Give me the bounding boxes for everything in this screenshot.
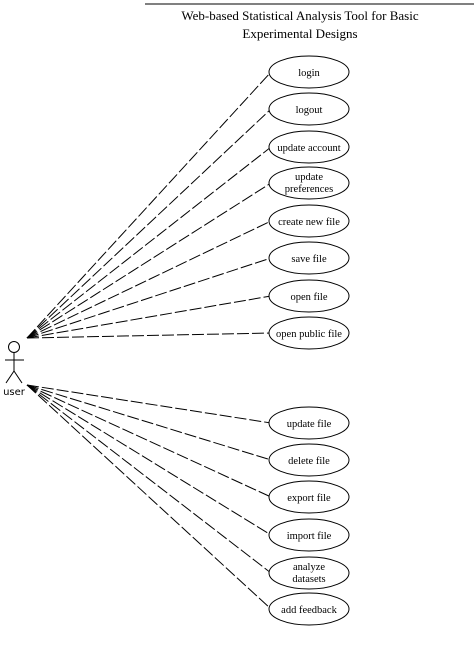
use-case-add-feedback: add feedback <box>268 592 350 626</box>
association-line-update-account <box>26 146 272 339</box>
association-line-delete-file <box>26 384 272 461</box>
use-case-save-file: save file <box>268 241 350 275</box>
use-case-label-analyze-datasets: datasets <box>292 574 325 585</box>
use-case-ellipse-analyze-datasets <box>268 556 350 590</box>
use-case-label-logout: logout <box>296 105 323 116</box>
use-case-label-open-public-file: open public file <box>276 329 342 340</box>
use-case-ellipse-open-file <box>268 279 350 313</box>
use-case-ellipse-update-account <box>268 130 350 164</box>
association-line-save-file <box>26 257 272 339</box>
use-case-ellipse-delete-file <box>268 443 350 477</box>
association-line-logout <box>26 108 272 339</box>
use-case-open-public-file: open public file <box>268 316 350 350</box>
use-case-label-open-file: open file <box>290 292 327 303</box>
use-case-ellipse-update-file <box>268 406 350 440</box>
use-case-ellipse-import-file <box>268 518 350 552</box>
use-case-label-create-new-file: create new file <box>278 217 340 228</box>
association-line-import-file <box>26 384 272 536</box>
system-title-line1: Web-based Statistical Analysis Tool for … <box>181 8 418 23</box>
use-cases: login logout update account updatepreferenc… <box>268 55 350 626</box>
use-case-update-file: update file <box>268 406 350 440</box>
use-case-label-update-account: update account <box>277 143 340 154</box>
association-line-update-file <box>26 384 272 424</box>
user-actor-icon <box>5 341 24 384</box>
use-case-ellipse-update-preferences <box>268 166 350 200</box>
use-case-label-save-file: save file <box>291 254 327 265</box>
use-case-delete-file: delete file <box>268 443 350 477</box>
use-case-ellipse-logout <box>268 92 350 126</box>
use-case-ellipse-open-public-file <box>268 316 350 350</box>
use-case-import-file: import file <box>268 518 350 552</box>
actor-label: user <box>3 387 26 398</box>
use-case-label-add-feedback: add feedback <box>281 605 337 616</box>
use-case-update-account: update account <box>268 130 350 164</box>
association-line-add-feedback <box>26 384 272 610</box>
association-line-analyze-datasets <box>26 384 272 574</box>
association-line-login <box>26 71 272 339</box>
association-lines <box>26 71 272 610</box>
use-case-logout: logout <box>268 92 350 126</box>
use-case-label-export-file: export file <box>287 493 331 504</box>
association-line-open-public-file <box>26 332 272 339</box>
use-case-label-update-file: update file <box>287 419 332 430</box>
association-line-create-new-file <box>26 220 272 339</box>
association-line-update-preferences <box>26 182 272 339</box>
use-case-ellipse-save-file <box>268 241 350 275</box>
use-case-label-delete-file: delete file <box>288 456 330 467</box>
use-case-label-login: login <box>298 68 320 79</box>
use-case-ellipse-export-file <box>268 480 350 514</box>
use-case-export-file: export file <box>268 480 350 514</box>
use-case-label-update-preferences: update <box>295 172 323 183</box>
system-title-line2: Experimental Designs <box>242 26 357 41</box>
association-line-export-file <box>26 384 272 498</box>
use-case-open-file: open file <box>268 279 350 313</box>
use-case-ellipse-login <box>268 55 350 89</box>
use-case-label-update-preferences: preferences <box>285 184 333 195</box>
association-line-open-file <box>26 295 272 339</box>
use-case-label-analyze-datasets: analyze <box>293 562 325 573</box>
use-case-create-new-file: create new file <box>268 204 350 238</box>
use-case-ellipse-create-new-file <box>268 204 350 238</box>
use-case-login: login <box>268 55 350 89</box>
use-case-label-import-file: import file <box>287 531 332 542</box>
use-case-ellipse-add-feedback <box>268 592 350 626</box>
